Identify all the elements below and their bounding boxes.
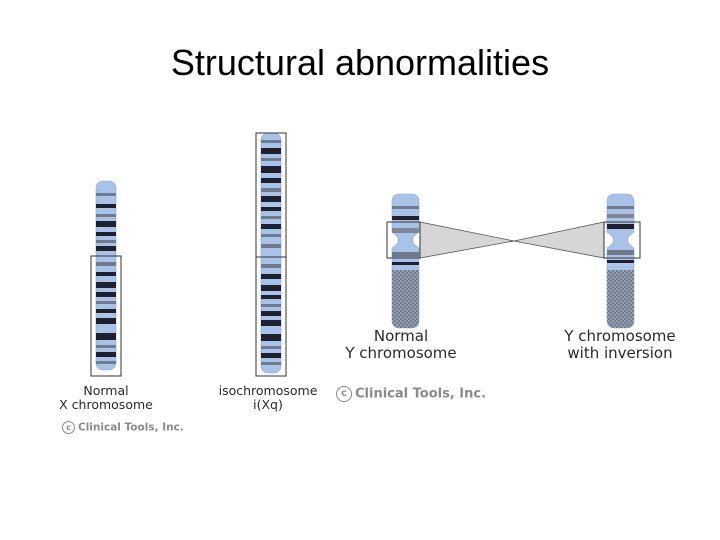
normal-y-caption: Normal Y chromosome xyxy=(345,327,457,362)
copyright-icon: c xyxy=(62,421,75,434)
xq-selection-box xyxy=(90,255,122,377)
isochromosome-caption: isochromosome i(Xq) xyxy=(218,383,318,412)
normal-x-bands xyxy=(96,193,116,364)
isochromosome-bands xyxy=(261,140,281,365)
normal-x-caption: Normal X chromosome xyxy=(59,383,153,412)
normal-x-chromosome xyxy=(90,180,122,377)
normal-y-segment-box xyxy=(386,221,421,259)
inverted-y-chromosome xyxy=(603,193,641,329)
inverted-y-segment-box xyxy=(603,221,641,259)
inverted-y-caption: Y chromosome with inversion xyxy=(564,327,676,362)
iso-lower-box xyxy=(255,256,287,377)
isochromosome xyxy=(255,132,287,377)
inversion-wedges xyxy=(419,221,605,259)
normal-y-chromosome xyxy=(386,193,421,329)
copyright-icon: c xyxy=(336,386,352,402)
slide-title: Structural abnormalities xyxy=(170,42,550,83)
